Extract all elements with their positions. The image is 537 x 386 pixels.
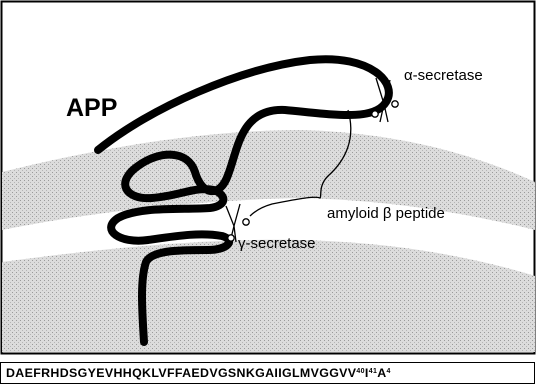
residue-42-number: 4: [387, 368, 391, 375]
sequence-residues-1-40: DAEFRHDSGYEVHHQKLVFFAEDVGSNKGAIIGLMVGGVV: [6, 366, 356, 380]
residue-41-number: 41: [369, 368, 378, 375]
alpha-secretase-label: α-secretase: [404, 67, 483, 84]
residue-40-number: 40: [356, 368, 365, 375]
abeta-sequence-box: DAEFRHDSGYEVHHQKLVFFAEDVGSNKGAIIGLMVGGVV…: [0, 362, 535, 384]
app-label: APP: [66, 94, 117, 122]
residue-42: A: [377, 366, 386, 380]
membrane-lower-leaflet: [2, 240, 535, 352]
gamma-secretase-label: γ-secretase: [238, 235, 316, 252]
abeta-sequence: DAEFRHDSGYEVHHQKLVFFAEDVGSNKGAIIGLMVGGVV…: [6, 366, 391, 380]
amyloid-beta-label: amyloid β peptide: [327, 205, 445, 222]
